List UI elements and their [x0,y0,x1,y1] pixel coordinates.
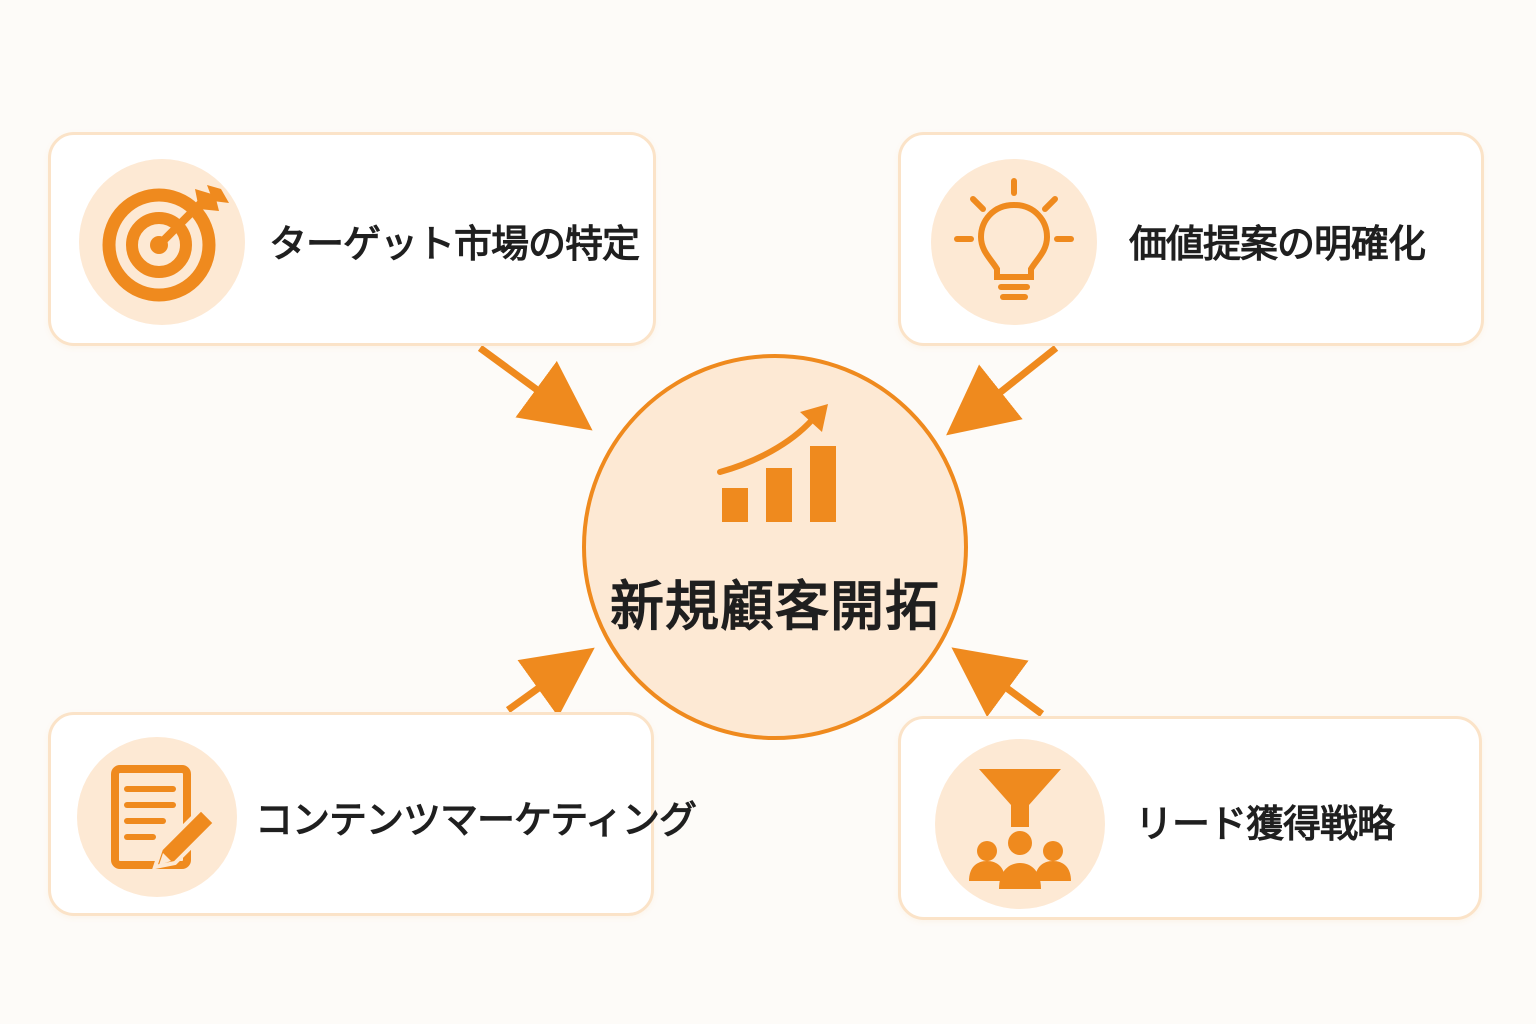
document-edit-icon [77,737,237,897]
card-label-target-market: ターゲット市場の特定 [269,222,640,266]
center-node: 新規顧客開拓 [582,354,968,740]
card-target-market: ターゲット市場の特定 [48,132,656,346]
card-value-proposition: 価値提案の明確化 [898,132,1484,346]
card-content-marketing: コンテンツマーケティング [48,712,697,916]
card-lead-generation: リード獲得戦略 [898,716,1482,920]
card-label-value-proposition: 価値提案の明確化 [1129,222,1426,266]
target-icon [79,159,245,325]
lightbulb-icon [931,159,1097,325]
arrow-bottom-left [505,647,595,717]
growth-chart-icon [717,404,836,522]
funnel-people-icon [935,739,1105,909]
arrow-top-left [477,345,593,431]
arrow-top-right [946,345,1059,436]
card-label-content-marketing: コンテンツマーケティング [255,798,697,842]
card-label-lead-generation: リード獲得戦略 [1135,802,1395,846]
arrow-bottom-right [951,647,1045,718]
center-title: 新規顧客開拓 [610,575,940,638]
